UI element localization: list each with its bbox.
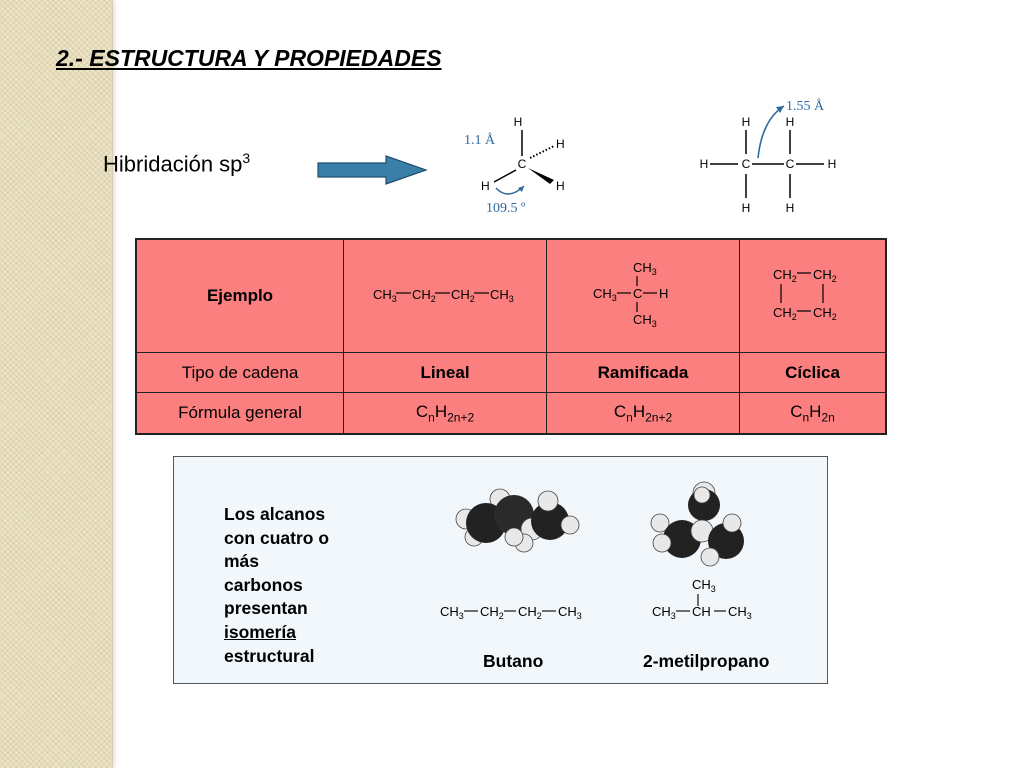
methylpropane-model-image	[650, 481, 744, 567]
methane-structure: H C H H H 1.1 Å 109.5 º	[464, 115, 565, 216]
methylpropane-label: 2-metilpropano	[643, 651, 770, 671]
methane-h-right-bottom: H	[556, 179, 565, 193]
svg-text:CH3: CH3	[692, 577, 716, 594]
decorative-side-strip	[0, 0, 113, 768]
svg-text:CH3: CH3	[490, 287, 514, 304]
methane-h-top: H	[514, 115, 523, 129]
svg-text:CH3: CH3	[373, 287, 397, 304]
row-header-general-formula: Fórmula general	[135, 392, 344, 435]
hybridization-label: Hibridación sp3	[103, 150, 250, 177]
ethane-h-top-left: H	[742, 115, 751, 129]
formula-branched: CnH2n+2	[546, 392, 740, 435]
ethane-structure: H H H C C H H H 1.55 Å	[700, 98, 837, 215]
svg-text:CH2: CH2	[773, 305, 797, 322]
svg-text:CH3: CH3	[558, 604, 582, 621]
svg-text:CH2: CH2	[480, 604, 504, 621]
svg-text:CH3: CH3	[593, 286, 617, 303]
svg-text:CH2: CH2	[813, 267, 837, 284]
methane-c: C	[518, 157, 527, 171]
ethane-bond-length: 1.55 Å	[786, 98, 825, 114]
branched-structure: CH3 CH3 C H CH3	[593, 260, 668, 329]
methane-h-right-top: H	[556, 137, 565, 151]
svg-text:H: H	[659, 286, 668, 301]
methane-bond-length: 1.1 Å	[464, 132, 496, 148]
alkane-table: Ejemplo CH3 CH2 CH2 CH3 CH3 CH3 C H	[135, 238, 887, 435]
svg-text:CH3: CH3	[633, 312, 657, 329]
svg-text:CH2: CH2	[518, 604, 542, 621]
methylpropane-formula: CH3 CH3 CH CH3	[652, 577, 752, 621]
svg-text:CH3: CH3	[652, 604, 676, 621]
ethane-h-bottom-right: H	[786, 201, 795, 215]
svg-text:C: C	[633, 286, 642, 301]
row-header-example: Ejemplo	[135, 238, 344, 353]
butane-formula: CH3 CH2 CH2 CH3	[440, 604, 582, 621]
isomerism-term: isomería	[224, 621, 296, 642]
svg-text:CH2: CH2	[813, 305, 837, 322]
svg-text:CH3: CH3	[633, 260, 657, 277]
ethane-h-bottom-left: H	[742, 201, 751, 215]
svg-text:CH3: CH3	[728, 604, 752, 621]
ethane-h-right: H	[828, 157, 837, 171]
svg-text:CH: CH	[692, 604, 711, 619]
ethane-c-right: C	[786, 157, 795, 171]
butane-model-image	[455, 488, 580, 553]
right-arrow-icon	[317, 155, 428, 185]
svg-text:CH2: CH2	[773, 267, 797, 284]
hybridization-text: Hibridación sp	[103, 151, 243, 177]
branched-structure-cell: CH3 CH3 C H CH3	[546, 238, 740, 353]
butane-label: Butano	[483, 651, 544, 671]
cyclic-structure-cell: CH2 CH2 CH2 CH2	[739, 238, 887, 353]
svg-text:CH3: CH3	[440, 604, 464, 621]
type-linear: Lineal	[343, 352, 547, 393]
ethane-h-top-right: H	[786, 115, 795, 129]
ethane-c-left: C	[742, 157, 751, 171]
formula-linear: CnH2n+2	[343, 392, 547, 435]
cyclic-structure: CH2 CH2 CH2 CH2	[773, 267, 837, 322]
svg-text:CH2: CH2	[412, 287, 436, 304]
ethane-h-left: H	[700, 157, 709, 171]
formula-cyclic: CnH2n	[739, 392, 887, 435]
hybridization-superscript: 3	[242, 150, 251, 166]
type-cyclic: Cíclica	[739, 352, 887, 393]
linear-structure-cell: CH3 CH2 CH2 CH3	[343, 238, 547, 353]
row-header-chain-type: Tipo de cadena	[135, 352, 344, 393]
type-branched: Ramificada	[546, 352, 740, 393]
methane-angle: 109.5 º	[486, 201, 526, 216]
isomerism-description: Los alcanos con cuatro o más carbonos pr…	[224, 503, 354, 668]
svg-text:CH2: CH2	[451, 287, 475, 304]
slide-title: 2.- ESTRUCTURA Y PROPIEDADES	[56, 45, 442, 71]
linear-structure: CH3 CH2 CH2 CH3	[373, 287, 514, 304]
isomerism-box: Los alcanos con cuatro o más carbonos pr…	[173, 456, 828, 684]
methane-h-left-bottom: H	[481, 179, 490, 193]
